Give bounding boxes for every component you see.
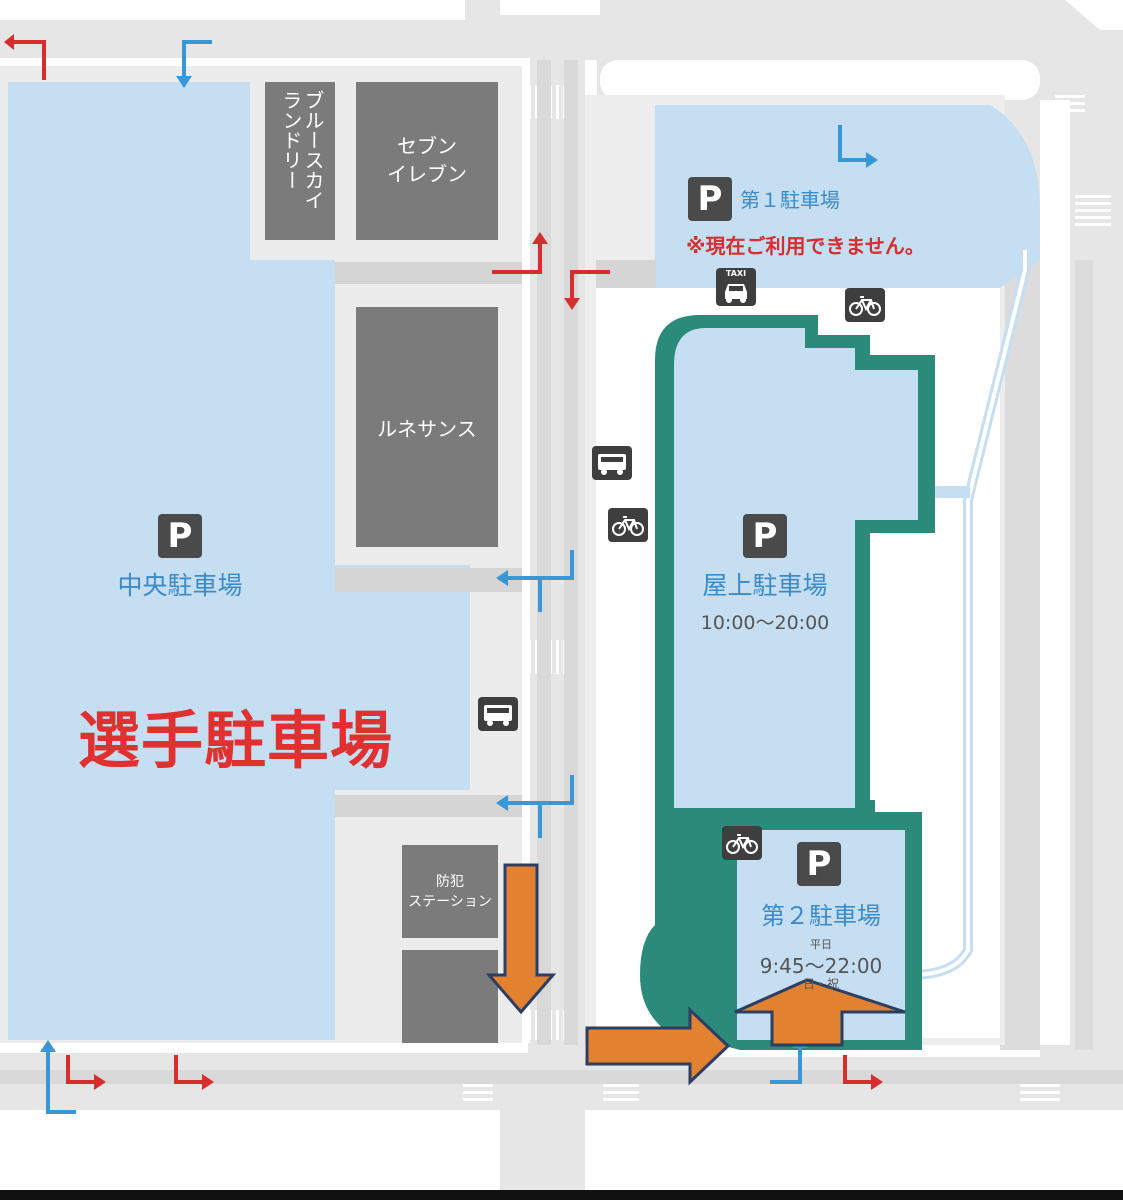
second-parking-name: 第２駐車場 [761,902,881,930]
driveway [335,795,522,817]
road-lane [537,60,551,1045]
bicycle-icon [608,508,648,542]
route-arrows [485,863,906,1086]
first-parking-area [655,105,1040,288]
route-arrow-up [734,978,906,1047]
exit-arrows [10,40,875,1084]
rooftop-parking-name: 屋上駐車場 [702,571,828,600]
driveway [335,262,522,284]
road-lane [0,1070,1123,1084]
bottom-bar [0,1190,1123,1200]
building-label-blue-sky-laundry: ブルースカイ ランドリー [279,90,325,210]
building-blue-sky-laundry [265,82,335,240]
parking-p-badge-central: P [158,514,202,558]
parking-p-badge-first: P [688,177,732,221]
route-arrow-down [485,863,557,1015]
central-parking-area [335,565,470,790]
driveway [335,568,522,592]
road-lane [1000,250,1040,1050]
building-police-station [402,845,498,938]
rooftop-parking-area [674,328,918,808]
bicycle-icon [722,826,762,860]
exit-arrow-heads [4,34,883,1090]
access-ramp [925,486,970,498]
road-lane [1075,260,1093,1050]
first-parking-name: 第１駐車場 [740,188,840,212]
players-parking-label: 選手駐車場 [78,704,394,777]
rooftop-parking-hours: 10:00〜20:00 [700,612,830,634]
central-parking-name: 中央駐車場 [117,571,243,600]
building-label-police-station: 防犯 ステーション [408,874,492,910]
parking-p-badge-second: P [797,842,841,886]
taxi-icon: TAXI [716,268,756,306]
second-parking-weekday-hours: 9:45〜22:00 [759,954,883,978]
building-annex [402,950,498,1043]
building-seven-eleven [356,82,498,240]
second-parking-holiday-label: 日・祝 [802,977,839,991]
building-renaissance [356,307,498,547]
bus-icon [592,446,632,480]
second-parking-weekday-label: 平日 [810,938,832,951]
central-parking-area [8,82,335,1040]
bus-icon [478,697,518,731]
building-label-seven-eleven: セブン イレブン [387,134,467,186]
entry-arrows [46,40,870,1114]
route-arrow-right [585,1006,731,1086]
first-parking-notice: ※現在ご利用できません。 [686,234,925,258]
access-ramp [909,250,1027,977]
building-label-renaissance: ルネサンス [377,417,477,441]
taxi-caption: TAXI [725,269,747,278]
bicycle-icon [845,288,885,322]
parking-p-badge-rooftop: P [743,514,787,558]
